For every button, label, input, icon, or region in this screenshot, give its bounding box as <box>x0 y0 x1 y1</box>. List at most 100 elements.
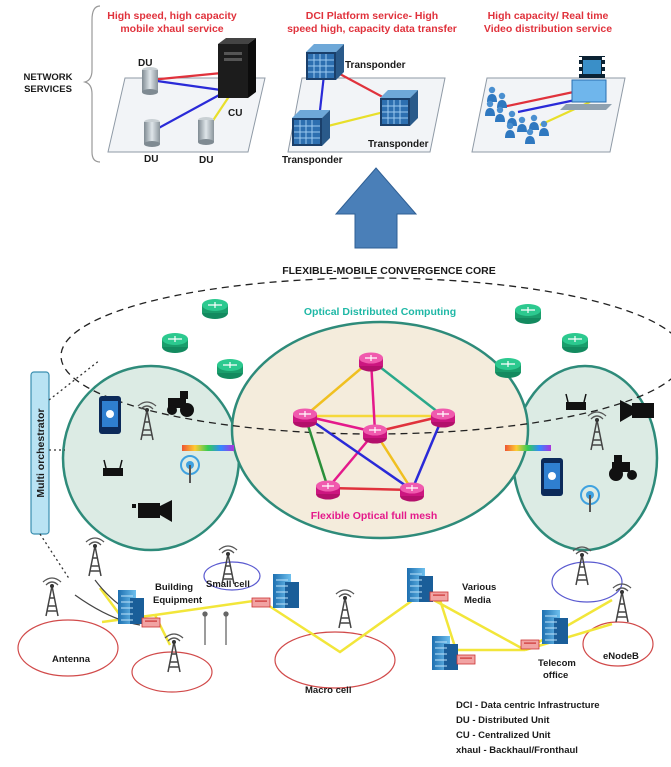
du-server-3 <box>198 117 214 145</box>
access-section: Antenna Building Equipment Small cell Ma… <box>17 537 654 696</box>
service3-title: High capacity/ Real time <box>488 10 609 22</box>
building-label: Building <box>155 582 193 593</box>
building-telecom <box>541 609 569 645</box>
network-services-label: NETWORK <box>23 72 72 83</box>
wifi-router-icon <box>103 459 123 476</box>
small-cell-label: Small cell <box>206 579 250 590</box>
smartphone-icon-right <box>541 458 563 496</box>
du-label-2: DU <box>144 154 158 165</box>
equipment-box-3 <box>429 591 449 602</box>
service-mobile-xhaul: High speed, high capacity mobile xhaul s… <box>107 10 266 166</box>
right-access-cluster <box>511 364 659 552</box>
transponder-2 <box>291 109 331 147</box>
transponder-label-2: Transponder <box>282 155 343 166</box>
router-pink-4 <box>430 407 456 429</box>
building-media <box>406 567 434 603</box>
telecom-office-label: Telecom <box>538 658 576 669</box>
service2-title-2: speed high, capacity data transfer <box>287 23 457 35</box>
router-pink-6 <box>399 481 425 503</box>
services-bracket <box>82 5 101 163</box>
tower-2 <box>42 577 62 617</box>
antenna-cell <box>17 619 119 677</box>
link-red-3 <box>497 88 584 110</box>
router-green-2 <box>161 332 189 354</box>
macro-cell-label: Macro cell <box>305 685 351 696</box>
building-label-2: Equipment <box>153 595 203 606</box>
various-media-label: Various <box>462 582 496 593</box>
telecom-office-label-2: office <box>543 670 568 681</box>
orchestrator-label: Multi orchestrator <box>35 408 47 497</box>
mini-cell-area <box>131 651 213 693</box>
core-title: FLEXIBLE-MOBILE CONVERGENCE CORE <box>282 265 496 277</box>
legend-du: DU - Distributed Unit <box>456 715 550 726</box>
orchestrator-link-3 <box>39 533 71 581</box>
equipment-box-2 <box>251 597 271 608</box>
video-film-icon <box>579 56 605 78</box>
service-video-distribution: High capacity/ Real time Video distribut… <box>471 10 626 153</box>
video-camera-icon <box>132 500 172 522</box>
smartphone-icon <box>99 396 121 434</box>
router-pink-3 <box>362 423 388 445</box>
legend-dci: DCI - Data centric Infrastructure <box>456 700 600 711</box>
cu-label: CU <box>228 108 242 119</box>
transponder-label-3: Transponder <box>368 139 429 150</box>
transponder-3 <box>379 89 419 127</box>
signal-antenna-icon <box>180 455 200 483</box>
optical-computing-label: Optical Distributed Computing <box>304 306 456 318</box>
legend: DCI - Data centric Infrastructure DU - D… <box>456 700 600 756</box>
router-green-5 <box>561 332 589 354</box>
signal-antenna-icon-right <box>580 485 600 512</box>
macro-cell-area <box>274 631 396 689</box>
du-label-1: DU <box>138 58 152 69</box>
orchestrator-link-1 <box>48 359 101 401</box>
service3-title-2: Video distribution service <box>484 23 612 35</box>
transponder-1 <box>305 43 345 81</box>
tractor-icon-right <box>609 455 637 481</box>
cu-server <box>218 38 256 98</box>
equipment-box-4 <box>456 654 476 665</box>
core-section: Optical Distributed Computing <box>30 277 671 581</box>
building-equipment <box>117 589 145 625</box>
various-media-label-2: Media <box>464 595 492 606</box>
router-green-6 <box>494 357 522 379</box>
service2-title: DCI Platform service- High <box>306 10 438 22</box>
router-green-4 <box>514 303 542 325</box>
equipment-box-5 <box>520 639 540 650</box>
enodeb-cell-area <box>582 621 654 667</box>
laptop-icon <box>560 79 612 110</box>
legend-cu: CU - Centralized Unit <box>456 730 551 741</box>
left-access-cluster <box>61 364 241 552</box>
service1-title-2: mobile xhaul service <box>120 23 223 35</box>
wifi-router-icon-right <box>565 393 587 410</box>
enodeb-small-area <box>551 561 623 603</box>
network-services-section: NETWORK SERVICES High speed, high capaci… <box>23 5 626 166</box>
router-green-3 <box>216 358 244 380</box>
equipment-box-1 <box>141 617 161 628</box>
tower-4 <box>572 546 592 586</box>
du-server-1 <box>142 67 158 95</box>
router-pink-1 <box>358 351 384 373</box>
router-pink-5 <box>315 479 341 501</box>
router-pink-2 <box>292 407 318 429</box>
fiber-bundle-right <box>505 445 551 451</box>
transponder-label-1: Transponder <box>345 60 406 71</box>
legend-xhaul: xhaul - Backhaul/Fronthaul <box>456 745 578 756</box>
tower-macro <box>335 589 355 629</box>
du-server-2 <box>144 119 160 147</box>
antenna-label: Antenna <box>52 654 91 665</box>
up-arrow <box>334 167 418 249</box>
router-green-1 <box>201 298 229 320</box>
enodeb-label: eNodeB <box>603 651 639 662</box>
service1-title: High speed, high capacity <box>107 10 237 22</box>
tower-enodeb <box>612 583 632 623</box>
tower-1 <box>85 537 105 577</box>
small-cell-area <box>203 561 261 591</box>
network-services-label-2: SERVICES <box>24 84 72 95</box>
antenna-poles <box>202 611 229 645</box>
fiber-bundle-left <box>182 445 234 451</box>
tractor-icon <box>167 391 194 417</box>
du-label-3: DU <box>199 155 213 166</box>
mesh-label: Flexible Optical full mesh <box>311 510 438 522</box>
service-dci-platform: DCI Platform service- High speed high, c… <box>282 10 457 166</box>
